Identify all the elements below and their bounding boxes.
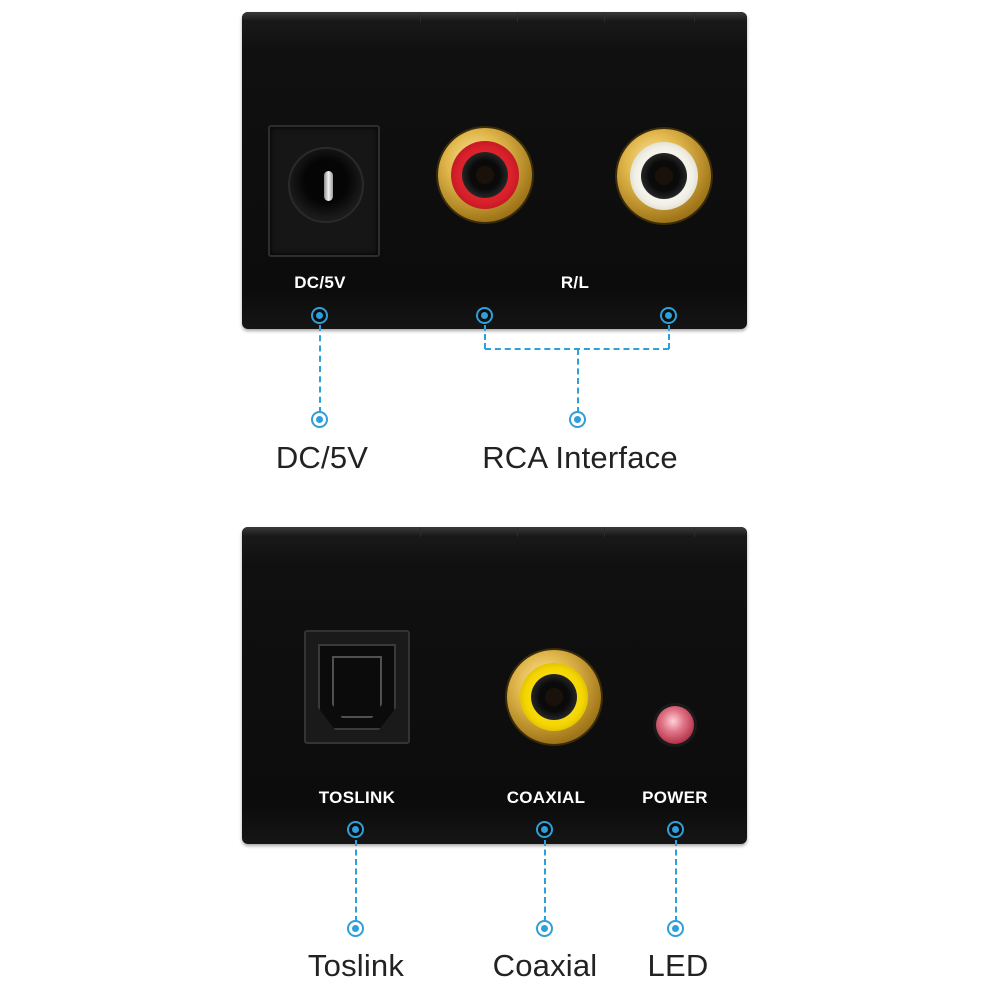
coaxial-callout-dot — [536, 821, 553, 838]
rca-caption: RCA Interface — [482, 440, 678, 475]
toslink-panel-label: TOSLINK — [318, 788, 396, 807]
rca-left-callout-line — [668, 325, 670, 349]
dc-power-jack-icon — [268, 125, 380, 257]
led-icon — [656, 706, 694, 744]
rca-caption-dot — [569, 411, 586, 428]
rca-jack-white-icon — [617, 129, 711, 223]
power-panel-label: POWER — [642, 788, 708, 807]
rca-callout-stem — [577, 349, 579, 413]
led-caption-dot — [667, 920, 684, 937]
dc-callout-dot — [311, 307, 328, 324]
dc-panel-label: DC/5V — [294, 273, 346, 292]
dc-caption: DC/5V — [275, 440, 369, 475]
rca-jack-red-icon — [438, 128, 532, 222]
led-callout-line — [675, 840, 677, 922]
toslink-caption-dot — [347, 920, 364, 937]
rca-left-callout-dot — [660, 307, 677, 324]
toslink-callout-line — [355, 840, 357, 922]
rl-panel-label: R/L — [560, 273, 590, 292]
toslink-caption: Toslink — [307, 948, 405, 983]
dc-callout-line — [319, 325, 321, 413]
coaxial-caption-dot — [536, 920, 553, 937]
coaxial-callout-line — [544, 840, 546, 922]
toslink-callout-dot — [347, 821, 364, 838]
rca-jack-yellow-icon — [507, 650, 601, 744]
coaxial-panel-label: COAXIAL — [506, 788, 586, 807]
rca-right-callout-dot — [476, 307, 493, 324]
toslink-port-icon — [304, 630, 410, 744]
coaxial-caption: Coaxial — [492, 948, 598, 983]
led-callout-dot — [667, 821, 684, 838]
led-caption: LED — [647, 948, 709, 983]
dc-caption-dot — [311, 411, 328, 428]
rca-right-callout-line — [484, 325, 486, 349]
